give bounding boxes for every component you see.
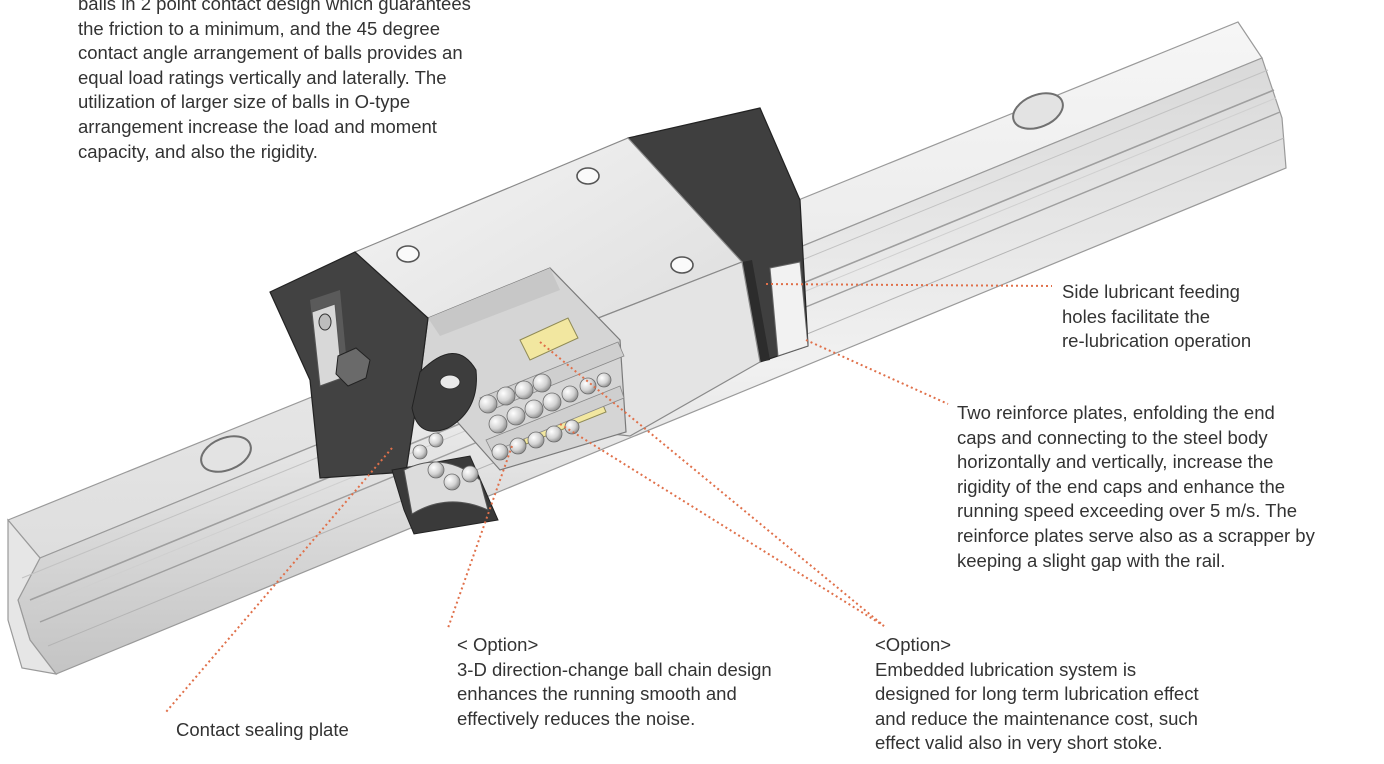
leader-lines	[165, 283, 1053, 713]
block-hole-2	[396, 245, 420, 263]
block-hole-3	[670, 256, 694, 274]
leader-option-3d	[447, 445, 513, 629]
callout-contact-sealing-plate: Contact sealing plate	[176, 719, 349, 740]
direction-change-cap	[411, 353, 477, 432]
leader-reinforce-plates	[805, 339, 949, 405]
lubrication-pad-upper	[519, 317, 579, 361]
intro-paragraph: balls in 2 point contact design which gu…	[78, 0, 471, 162]
rail-end-face	[7, 518, 58, 675]
block-hole-1	[576, 167, 600, 185]
carriage-block	[269, 107, 809, 535]
ball-chain	[412, 372, 612, 491]
grease-nipple	[335, 347, 371, 387]
callout-reinforce-plates: Two reinforce plates, enfolding the end …	[957, 402, 1315, 571]
rail-mount-hole-right	[1012, 92, 1064, 130]
rail-mount-hole-left	[200, 435, 252, 473]
callout-option-embedded-lubrication: <Option> Embedded lubrication system is …	[875, 634, 1199, 754]
callout-option-3d-ball-chain: < Option> 3-D direction-change ball chai…	[457, 634, 772, 729]
leader-option-embedded-1	[539, 341, 885, 627]
leader-option-embedded-2	[559, 423, 885, 627]
callout-side-lubricant: Side lubricant feeding holes facilitate …	[1062, 281, 1252, 352]
reinforce-plate-right	[769, 261, 809, 357]
